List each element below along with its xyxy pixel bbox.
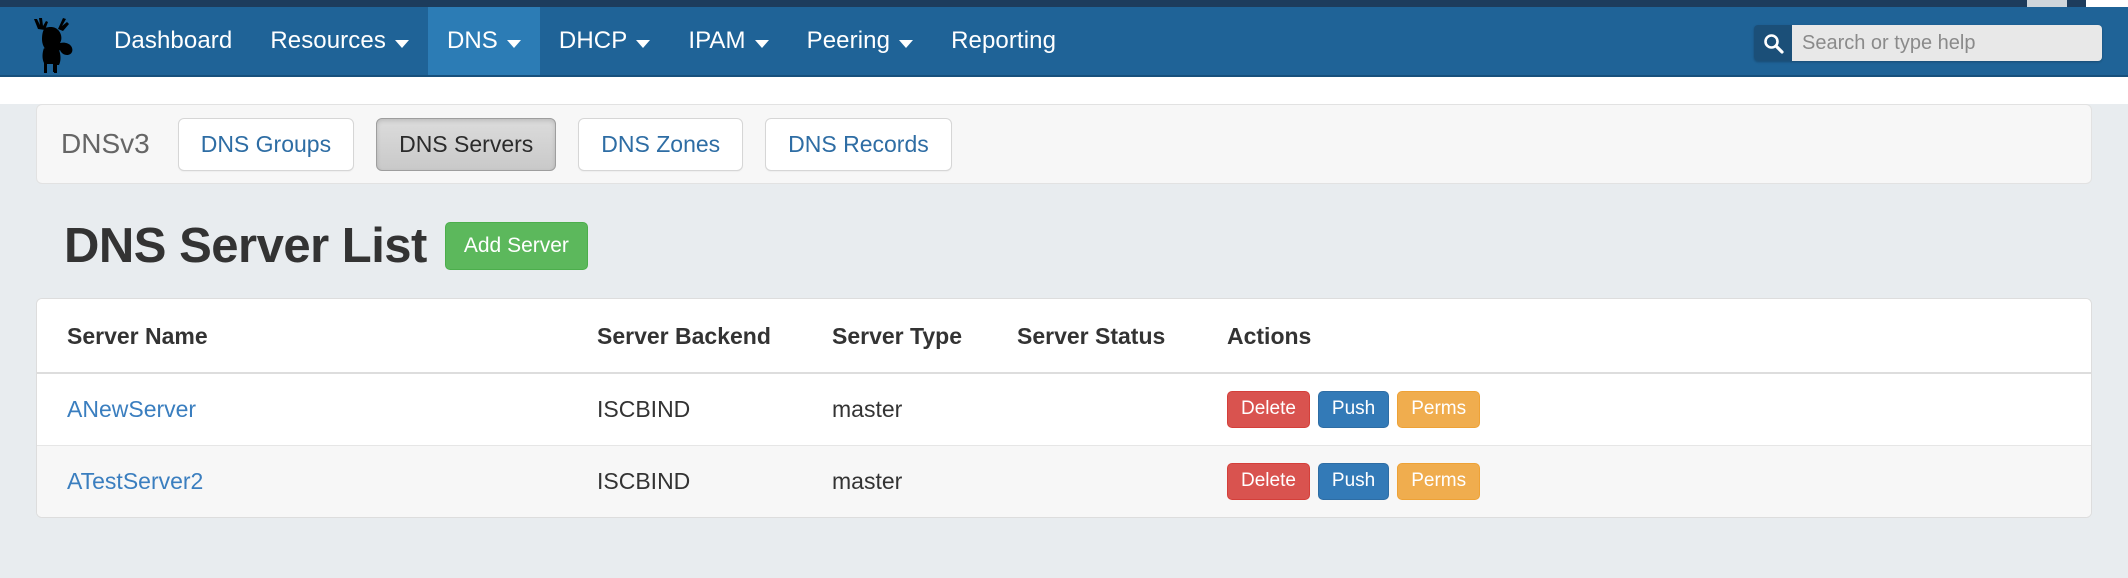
cell-server-name: ANewServer <box>37 372 597 446</box>
dns-server-table-panel: Server Name Server Backend Server Type S… <box>36 298 2092 518</box>
tabpanel-title: DNSv3 <box>61 128 150 159</box>
delete-button[interactable]: Delete <box>1227 391 1310 428</box>
nav-item-reporting[interactable]: Reporting <box>932 7 1075 75</box>
chevron-down-icon <box>394 40 409 48</box>
table-header-row: Server Name Server Backend Server Type S… <box>37 299 2091 374</box>
nav-item-label: Peering <box>806 27 891 54</box>
cell-server-backend: ISCBIND <box>597 372 832 446</box>
dns-server-table: Server Name Server Backend Server Type S… <box>37 299 2091 517</box>
nav-item-label: Resources <box>270 27 386 54</box>
page-heading-row: DNS Server List Add Server <box>64 218 2128 274</box>
chevron-down-icon <box>506 40 521 48</box>
moose-logo-icon <box>20 15 76 73</box>
nav-item-label: Dashboard <box>114 27 233 54</box>
search-input[interactable] <box>1792 25 2102 61</box>
cell-server-backend: ISCBIND <box>597 444 832 517</box>
table-row: ATestServer2 ISCBIND master Delete Push … <box>37 444 2091 517</box>
push-button[interactable]: Push <box>1317 391 1390 428</box>
server-name-link[interactable]: ATestServer2 <box>67 467 204 494</box>
column-header-server-type: Server Type <box>832 299 1017 374</box>
tab-dns-records[interactable]: DNS Records <box>765 117 952 171</box>
delete-button[interactable]: Delete <box>1227 462 1310 500</box>
nav-item-dns[interactable]: DNS <box>427 7 540 75</box>
nav-item-resources[interactable]: Resources <box>251 7 428 75</box>
cell-actions: Delete Push Perms <box>1227 372 2091 446</box>
cell-server-type: master <box>832 372 1017 446</box>
search-icon[interactable] <box>1754 25 1792 61</box>
table-body: ANewServer ISCBIND master Delete Push Pe… <box>37 372 2091 517</box>
nav-item-label: DNS <box>446 27 498 54</box>
nav-item-label: DHCP <box>558 27 628 54</box>
tab-dns-groups[interactable]: DNS Groups <box>177 117 355 171</box>
action-button-group: Delete Push Perms <box>1227 462 2091 500</box>
nav-item-label: Reporting <box>951 27 1057 54</box>
chevron-down-icon <box>899 40 914 48</box>
cell-server-status <box>1017 444 1227 517</box>
brand-logo[interactable] <box>0 7 95 75</box>
nav-item-peering[interactable]: Peering <box>788 7 932 75</box>
cell-server-status <box>1017 372 1227 446</box>
browser-chrome-chip <box>2086 0 2128 7</box>
perms-button[interactable]: Perms <box>1397 391 1481 428</box>
cell-actions: Delete Push Perms <box>1227 444 2091 517</box>
table-row: ANewServer ISCBIND master Delete Push Pe… <box>37 372 2091 446</box>
page-body: DNSv3 DNS Groups DNS Servers DNS Zones D… <box>0 104 2128 578</box>
server-name-link[interactable]: ANewServer <box>67 395 197 422</box>
column-header-actions: Actions <box>1227 299 2091 374</box>
browser-chrome-chip <box>2027 0 2067 7</box>
chevron-down-icon <box>636 40 651 48</box>
cell-server-name: ATestServer2 <box>37 444 597 517</box>
cell-server-type: master <box>832 444 1017 517</box>
page-title: DNS Server List <box>64 219 427 273</box>
nav-item-label: IPAM <box>688 27 746 54</box>
search-box <box>1754 25 2102 61</box>
column-header-server-name: Server Name <box>37 299 597 374</box>
nav-item-list: Dashboard Resources DNS DHCP IPAM Peerin… <box>95 7 1075 75</box>
top-navbar: Dashboard Resources DNS DHCP IPAM Peerin… <box>0 7 2128 77</box>
nav-item-ipam[interactable]: IPAM <box>669 7 787 75</box>
dns-tab-panel: DNSv3 DNS Groups DNS Servers DNS Zones D… <box>36 104 2092 184</box>
tab-dns-servers[interactable]: DNS Servers <box>376 117 557 171</box>
column-header-server-status: Server Status <box>1017 299 1227 374</box>
perms-button[interactable]: Perms <box>1397 462 1481 500</box>
nav-item-dhcp[interactable]: DHCP <box>540 7 669 75</box>
chevron-down-icon <box>754 40 769 48</box>
action-button-group: Delete Push Perms <box>1227 391 2091 428</box>
column-header-server-backend: Server Backend <box>597 299 832 374</box>
table-head: Server Name Server Backend Server Type S… <box>37 299 2091 374</box>
browser-chrome-strip <box>0 0 2128 7</box>
push-button[interactable]: Push <box>1317 462 1390 500</box>
tab-dns-zones[interactable]: DNS Zones <box>578 117 744 171</box>
nav-item-dashboard[interactable]: Dashboard <box>95 7 251 75</box>
add-server-button[interactable]: Add Server <box>444 222 588 270</box>
